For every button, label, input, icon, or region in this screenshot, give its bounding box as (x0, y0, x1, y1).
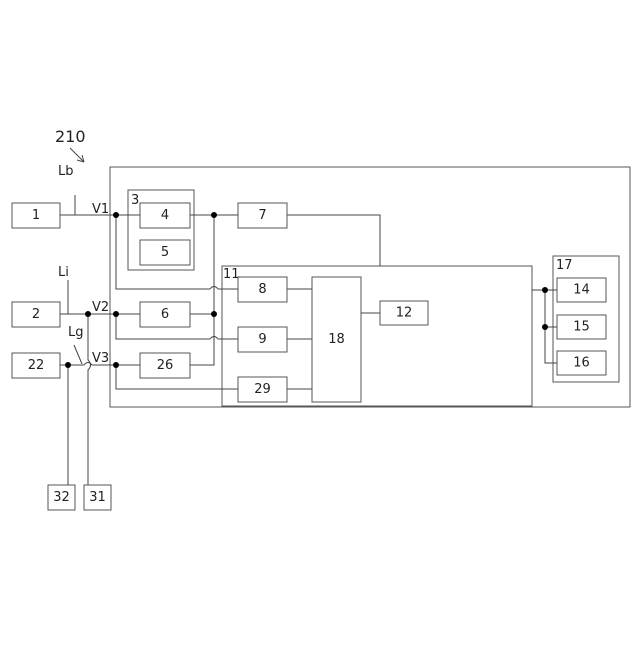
block-4-label: 4 (161, 208, 169, 223)
group-11-label: 11 (223, 267, 240, 282)
block-2-label: 2 (32, 307, 40, 322)
block-8-label: 8 (258, 282, 266, 297)
line-label-li: Li (58, 265, 69, 280)
block-22-label: 22 (28, 358, 45, 373)
block-7-label: 7 (258, 208, 266, 223)
junction-v3-b (113, 362, 119, 368)
junction-v3-a (65, 362, 71, 368)
group-17-label: 17 (556, 258, 573, 273)
block-1-label: 1 (32, 208, 40, 223)
block-29-label: 29 (254, 382, 271, 397)
node-label-v2: V2 (92, 300, 109, 315)
wire-7-to-11 (287, 215, 380, 266)
reference-arrow (70, 148, 84, 162)
line-label-lb: Lb (58, 164, 74, 179)
block-15-label: 15 (573, 320, 590, 335)
line-lg-tap (74, 345, 82, 364)
junction-6-out (211, 311, 217, 317)
line-lb-tap (60, 195, 75, 215)
junction-4-out (211, 212, 217, 218)
junction-17-b (542, 324, 548, 330)
block-16-label: 16 (573, 356, 590, 371)
junction-v2-b (113, 311, 119, 317)
group-3-label: 3 (131, 193, 139, 208)
block-26-label: 26 (157, 358, 174, 373)
block-31-label: 31 (89, 490, 106, 505)
junction-v2-a (85, 311, 91, 317)
reference-numeral: 210 (55, 127, 86, 146)
node-label-v1: V1 (92, 202, 109, 217)
block-18-label: 18 (328, 332, 345, 347)
block-9-label: 9 (258, 332, 266, 347)
node-label-v3: V3 (92, 351, 109, 366)
wire-v2-to-31 (88, 314, 91, 485)
line-label-lg: Lg (68, 325, 84, 340)
block-5-label: 5 (161, 245, 169, 260)
block-32-label: 32 (53, 490, 70, 505)
junction-17-a (542, 287, 548, 293)
block-14-label: 14 (573, 283, 590, 298)
junction-v1 (113, 212, 119, 218)
block-12-label: 12 (396, 306, 413, 321)
block-6-label: 6 (161, 307, 169, 322)
